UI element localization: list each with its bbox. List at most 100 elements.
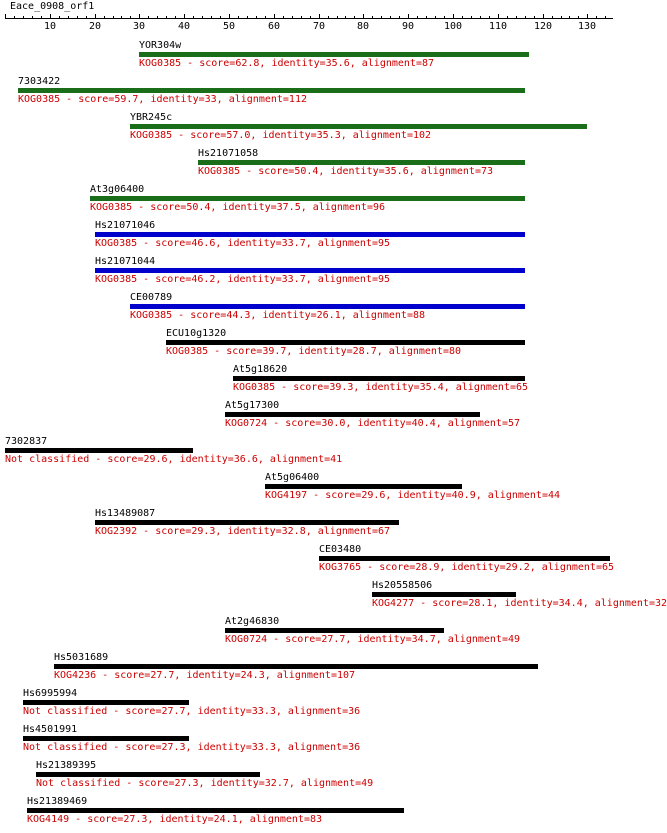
hit-description[interactable]: KOG4236 - score=27.7, identity=24.3, ali… bbox=[54, 670, 356, 681]
axis-tick bbox=[265, 16, 266, 18]
axis-tick bbox=[552, 16, 553, 18]
axis-tick bbox=[587, 14, 588, 18]
hit-description[interactable]: KOG0385 - score=39.3, identity=35.4, ali… bbox=[233, 382, 529, 393]
axis-tick bbox=[59, 16, 60, 18]
axis-tick bbox=[68, 16, 69, 18]
axis-tick bbox=[525, 16, 526, 18]
hit-alignment-bar bbox=[130, 124, 587, 129]
axis-tick bbox=[229, 14, 230, 18]
hit-name[interactable]: Hs21389395 bbox=[36, 760, 97, 771]
hit-alignment-bar bbox=[95, 520, 399, 525]
hit-name[interactable]: 7303422 bbox=[18, 76, 61, 87]
hit-alignment-bar bbox=[90, 196, 525, 201]
axis-tick bbox=[238, 16, 239, 18]
hit-description[interactable]: KOG4277 - score=28.1, identity=34.4, ali… bbox=[372, 598, 667, 609]
hit-name[interactable]: Hs6995994 bbox=[23, 688, 78, 699]
axis-tick bbox=[5, 14, 6, 18]
hit-name[interactable]: At5g17300 bbox=[225, 400, 280, 411]
axis-tick bbox=[86, 16, 87, 18]
axis-tick bbox=[32, 16, 33, 18]
hit-alignment-bar bbox=[36, 772, 260, 777]
axis-tick bbox=[139, 14, 140, 18]
axis-tick bbox=[256, 16, 257, 18]
hit-name[interactable]: 7302837 bbox=[5, 436, 48, 447]
axis-tick bbox=[121, 16, 122, 18]
hit-alignment-bar bbox=[54, 664, 538, 669]
hit-name[interactable]: ECU10g1320 bbox=[166, 328, 227, 339]
hit-description[interactable]: Not classified - score=27.3, identity=33… bbox=[23, 742, 361, 753]
hit-description[interactable]: KOG0724 - score=30.0, identity=40.4, ali… bbox=[225, 418, 521, 429]
hit-name[interactable]: At2g46830 bbox=[225, 616, 280, 627]
axis-tick bbox=[399, 16, 400, 18]
axis-tick bbox=[104, 16, 105, 18]
axis-tick bbox=[247, 16, 248, 18]
axis-tick-label: 120 bbox=[534, 21, 553, 32]
hit-description[interactable]: KOG0385 - score=50.4, identity=37.5, ali… bbox=[90, 202, 386, 213]
axis-tick-label: 70 bbox=[313, 21, 326, 32]
axis-tick bbox=[507, 16, 508, 18]
hit-name[interactable]: Hs21389469 bbox=[27, 796, 88, 807]
axis-tick bbox=[319, 14, 320, 18]
hit-name[interactable]: Hs21071058 bbox=[198, 148, 259, 159]
hit-description[interactable]: Not classified - score=29.6, identity=36… bbox=[5, 454, 343, 465]
axis-tick bbox=[596, 16, 597, 18]
axis-tick bbox=[157, 16, 158, 18]
hit-description[interactable]: Not classified - score=27.3, identity=32… bbox=[36, 778, 374, 789]
hit-description[interactable]: KOG0385 - score=46.2, identity=33.7, ali… bbox=[95, 274, 391, 285]
hit-name[interactable]: Hs21071044 bbox=[95, 256, 156, 267]
axis-tick-label: 110 bbox=[489, 21, 508, 32]
axis-tick bbox=[381, 16, 382, 18]
hit-description[interactable]: KOG0385 - score=39.7, identity=28.7, ali… bbox=[166, 346, 462, 357]
hit-description[interactable]: KOG0385 - score=46.6, identity=33.7, ali… bbox=[95, 238, 391, 249]
hit-description[interactable]: KOG0385 - score=44.3, identity=26.1, ali… bbox=[130, 310, 426, 321]
axis-tick bbox=[310, 16, 311, 18]
hit-name[interactable]: At5g18620 bbox=[233, 364, 288, 375]
hit-alignment-bar bbox=[23, 700, 189, 705]
hit-name[interactable]: Hs20558506 bbox=[372, 580, 433, 591]
hit-description[interactable]: KOG4149 - score=27.3, identity=24.1, ali… bbox=[27, 814, 323, 825]
hit-description[interactable]: KOG0385 - score=59.7, identity=33, align… bbox=[18, 94, 307, 105]
hit-name[interactable]: CE00789 bbox=[130, 292, 173, 303]
axis-tick bbox=[14, 16, 15, 18]
axis-tick bbox=[498, 14, 499, 18]
hit-description[interactable]: KOG0385 - score=62.8, identity=35.6, ali… bbox=[139, 58, 435, 69]
axis-tick-label: 50 bbox=[223, 21, 236, 32]
query-title: Eace_0908_orf1 bbox=[10, 1, 95, 12]
axis-tick bbox=[561, 16, 562, 18]
axis-tick bbox=[130, 16, 131, 18]
axis-tick-label: 100 bbox=[444, 21, 463, 32]
hit-name[interactable]: Hs21071046 bbox=[95, 220, 156, 231]
hit-name[interactable]: YOR304w bbox=[139, 40, 182, 51]
hit-name[interactable]: Hs5031689 bbox=[54, 652, 109, 663]
hit-alignment-bar bbox=[130, 304, 525, 309]
axis-tick-label: 20 bbox=[89, 21, 102, 32]
hit-alignment-bar bbox=[225, 628, 444, 633]
hit-alignment-bar bbox=[27, 808, 404, 813]
axis-tick bbox=[345, 16, 346, 18]
axis-tick bbox=[471, 16, 472, 18]
hit-description[interactable]: KOG3765 - score=28.9, identity=29.2, ali… bbox=[319, 562, 615, 573]
hit-name[interactable]: CE03480 bbox=[319, 544, 362, 555]
axis-tick bbox=[220, 16, 221, 18]
hit-description[interactable]: KOG0724 - score=27.7, identity=34.7, ali… bbox=[225, 634, 521, 645]
axis-tick bbox=[453, 14, 454, 18]
axis-tick bbox=[354, 16, 355, 18]
axis-tick bbox=[569, 16, 570, 18]
hit-name[interactable]: At5g06400 bbox=[265, 472, 320, 483]
hit-description[interactable]: KOG0385 - score=57.0, identity=35.3, ali… bbox=[130, 130, 432, 141]
hit-description[interactable]: KOG2392 - score=29.3, identity=32.8, ali… bbox=[95, 526, 391, 537]
hit-alignment-bar bbox=[198, 160, 525, 165]
hit-description[interactable]: KOG4197 - score=29.6, identity=40.9, ali… bbox=[265, 490, 561, 501]
hit-alignment-bar bbox=[95, 268, 525, 273]
hit-alignment-bar bbox=[139, 52, 529, 57]
hit-name[interactable]: At3g06400 bbox=[90, 184, 145, 195]
hit-name[interactable]: Hs13489087 bbox=[95, 508, 156, 519]
hit-description[interactable]: KOG0385 - score=50.4, identity=35.6, ali… bbox=[198, 166, 494, 177]
axis-tick bbox=[605, 16, 606, 18]
axis-tick bbox=[578, 16, 579, 18]
hit-name[interactable]: YBR245c bbox=[130, 112, 173, 123]
axis-tick bbox=[534, 16, 535, 18]
hit-name[interactable]: Hs4501991 bbox=[23, 724, 78, 735]
hit-description[interactable]: Not classified - score=27.7, identity=33… bbox=[23, 706, 361, 717]
axis-tick bbox=[444, 16, 445, 18]
